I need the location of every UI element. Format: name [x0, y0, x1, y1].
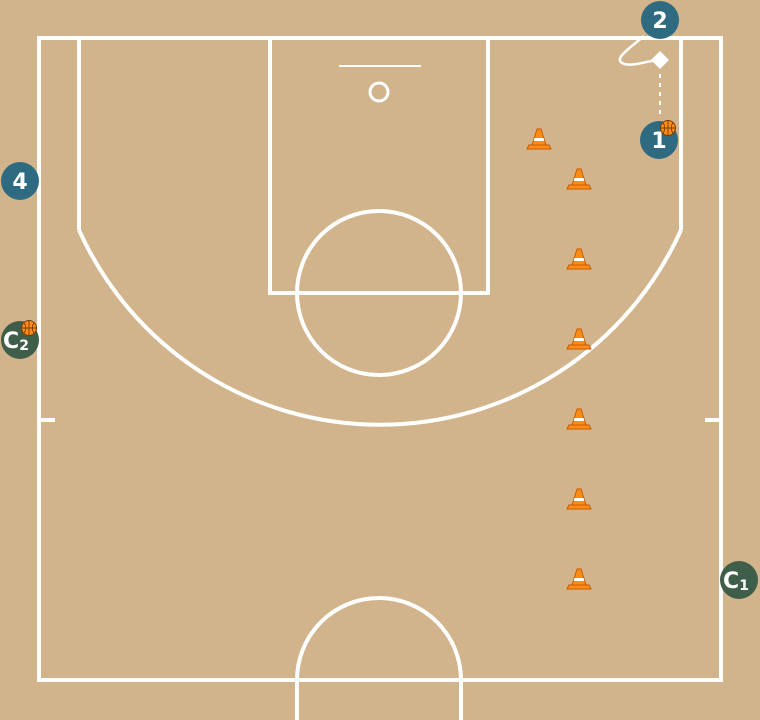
cut-path-line	[618, 35, 661, 66]
player-label: 2	[652, 9, 667, 34]
coach-letter: C	[3, 329, 19, 354]
player-marker	[641, 1, 679, 39]
rim	[368, 81, 390, 103]
basketball-icon	[660, 120, 676, 136]
three-point-arc	[77, 229, 683, 427]
cone-icon	[566, 568, 592, 590]
cone-icon	[566, 328, 592, 350]
coach-marker	[720, 561, 758, 599]
court-lines	[37, 36, 723, 720]
player-label: 4	[12, 170, 27, 195]
player-2: 2	[641, 1, 679, 39]
free-throw-circle	[295, 209, 463, 377]
cone-icon	[566, 248, 592, 270]
cone-icon	[566, 488, 592, 510]
coach-label: C1	[723, 569, 749, 594]
coach-letter: C	[723, 569, 739, 594]
player-marker	[1, 162, 39, 200]
player-label: 1	[651, 129, 666, 154]
player-4: 4	[1, 162, 39, 200]
player-1: 1	[640, 120, 678, 159]
paint-lane	[268, 36, 490, 295]
coach-number: 1	[739, 578, 749, 594]
diamond-marker-icon	[651, 51, 669, 69]
basketball-icon	[21, 320, 37, 336]
coach-c1: C1	[720, 561, 758, 599]
court-boundary	[37, 36, 723, 682]
cone-icon	[566, 168, 592, 190]
coach-number: 2	[19, 338, 29, 354]
cone-icon	[526, 128, 552, 150]
cones-group	[526, 128, 592, 590]
cone-icon	[566, 408, 592, 430]
movement-lines	[618, 35, 661, 118]
coach-label: C2	[3, 329, 29, 354]
coach-c2: C2	[1, 320, 39, 359]
center-circle	[295, 596, 463, 720]
